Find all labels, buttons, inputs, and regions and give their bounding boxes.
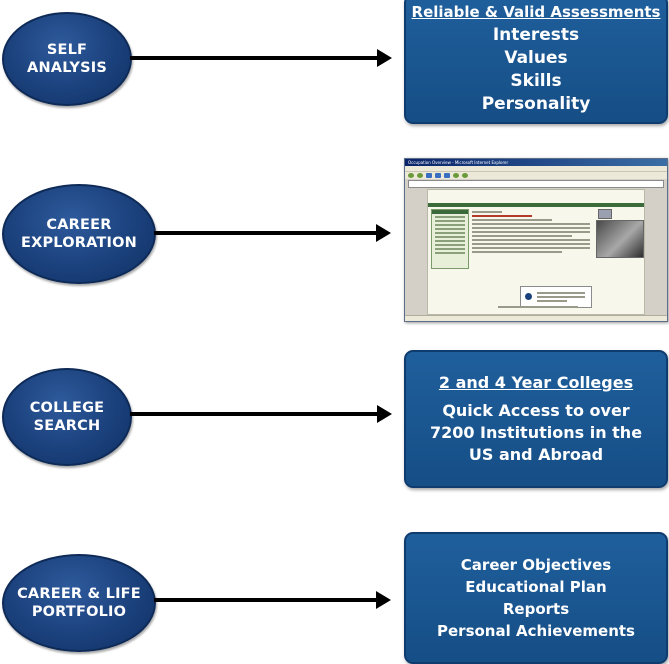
career-life-portfolio-oval: CAREER & LIFE PORTFOLIO xyxy=(2,554,156,652)
oval-line: SELF xyxy=(46,42,88,58)
arrow-right-icon xyxy=(154,224,391,242)
box-line: US and Abroad xyxy=(468,445,604,464)
box-line: Skills xyxy=(510,71,562,91)
oval-line: PORTFOLIO xyxy=(31,604,127,620)
box-line: Personality xyxy=(481,94,591,114)
career-exploration-screenshot: Occupation Overview - Microsoft Internet… xyxy=(404,158,668,322)
colleges-box: 2 and 4 Year Colleges Quick Access to ov… xyxy=(404,350,668,488)
box-line: Quick Access to over xyxy=(442,401,630,420)
web-page xyxy=(427,189,645,315)
oval-line: SEARCH xyxy=(33,418,101,434)
back-icon xyxy=(408,173,414,178)
page-header-bar xyxy=(428,203,644,207)
info-icon xyxy=(525,293,532,300)
refresh-icon xyxy=(435,173,441,178)
arrow-right-icon xyxy=(154,591,391,609)
box-line: Values xyxy=(504,48,568,68)
browser-toolbar xyxy=(405,171,667,179)
page-footer xyxy=(498,306,578,308)
oval-line: EXPLORATION xyxy=(21,235,137,251)
box-line: Career Objectives xyxy=(460,556,612,574)
search-icon xyxy=(453,173,459,178)
box-line: 7200 Institutions in the xyxy=(429,423,643,442)
page-content xyxy=(472,209,590,279)
arrow-right-icon xyxy=(130,49,392,67)
window-title: Occupation Overview - Microsoft Internet… xyxy=(405,159,667,166)
box-line: Personal Achievements xyxy=(437,622,635,640)
favorites-icon xyxy=(462,173,468,178)
address-bar xyxy=(408,180,664,188)
info-box xyxy=(520,286,592,308)
box-line: Educational Plan xyxy=(465,578,607,596)
assessments-heading: Reliable & Valid Assessments xyxy=(411,3,661,21)
oval-line: COLLEGE xyxy=(29,400,105,416)
forward-icon xyxy=(417,173,423,178)
career-exploration-oval: CAREER EXPLORATION xyxy=(2,184,156,284)
assessments-box: Reliable & Valid Assessments Interests V… xyxy=(404,0,668,124)
oval-line: CAREER xyxy=(46,217,112,233)
box-line: Interests xyxy=(492,25,580,45)
stop-icon xyxy=(426,173,432,178)
college-search-oval: COLLEGE SEARCH xyxy=(2,368,132,466)
home-icon xyxy=(444,173,450,178)
arrow-right-icon xyxy=(130,405,392,423)
status-bar xyxy=(405,315,667,321)
site-logo xyxy=(432,192,522,202)
box-line: Reports xyxy=(502,600,570,618)
self-analysis-oval: SELF ANALYSIS xyxy=(2,12,132,106)
page-left-nav xyxy=(431,209,469,269)
menu-bar xyxy=(405,166,667,171)
portfolio-box: Career Objectives Educational Plan Repor… xyxy=(404,532,668,664)
occupation-photo xyxy=(596,220,644,258)
oval-line: ANALYSIS xyxy=(27,60,107,76)
colleges-heading: 2 and 4 Year Colleges xyxy=(438,373,634,392)
oval-line: CAREER & LIFE xyxy=(17,586,141,602)
photo-thumbnail-icon xyxy=(598,209,612,219)
